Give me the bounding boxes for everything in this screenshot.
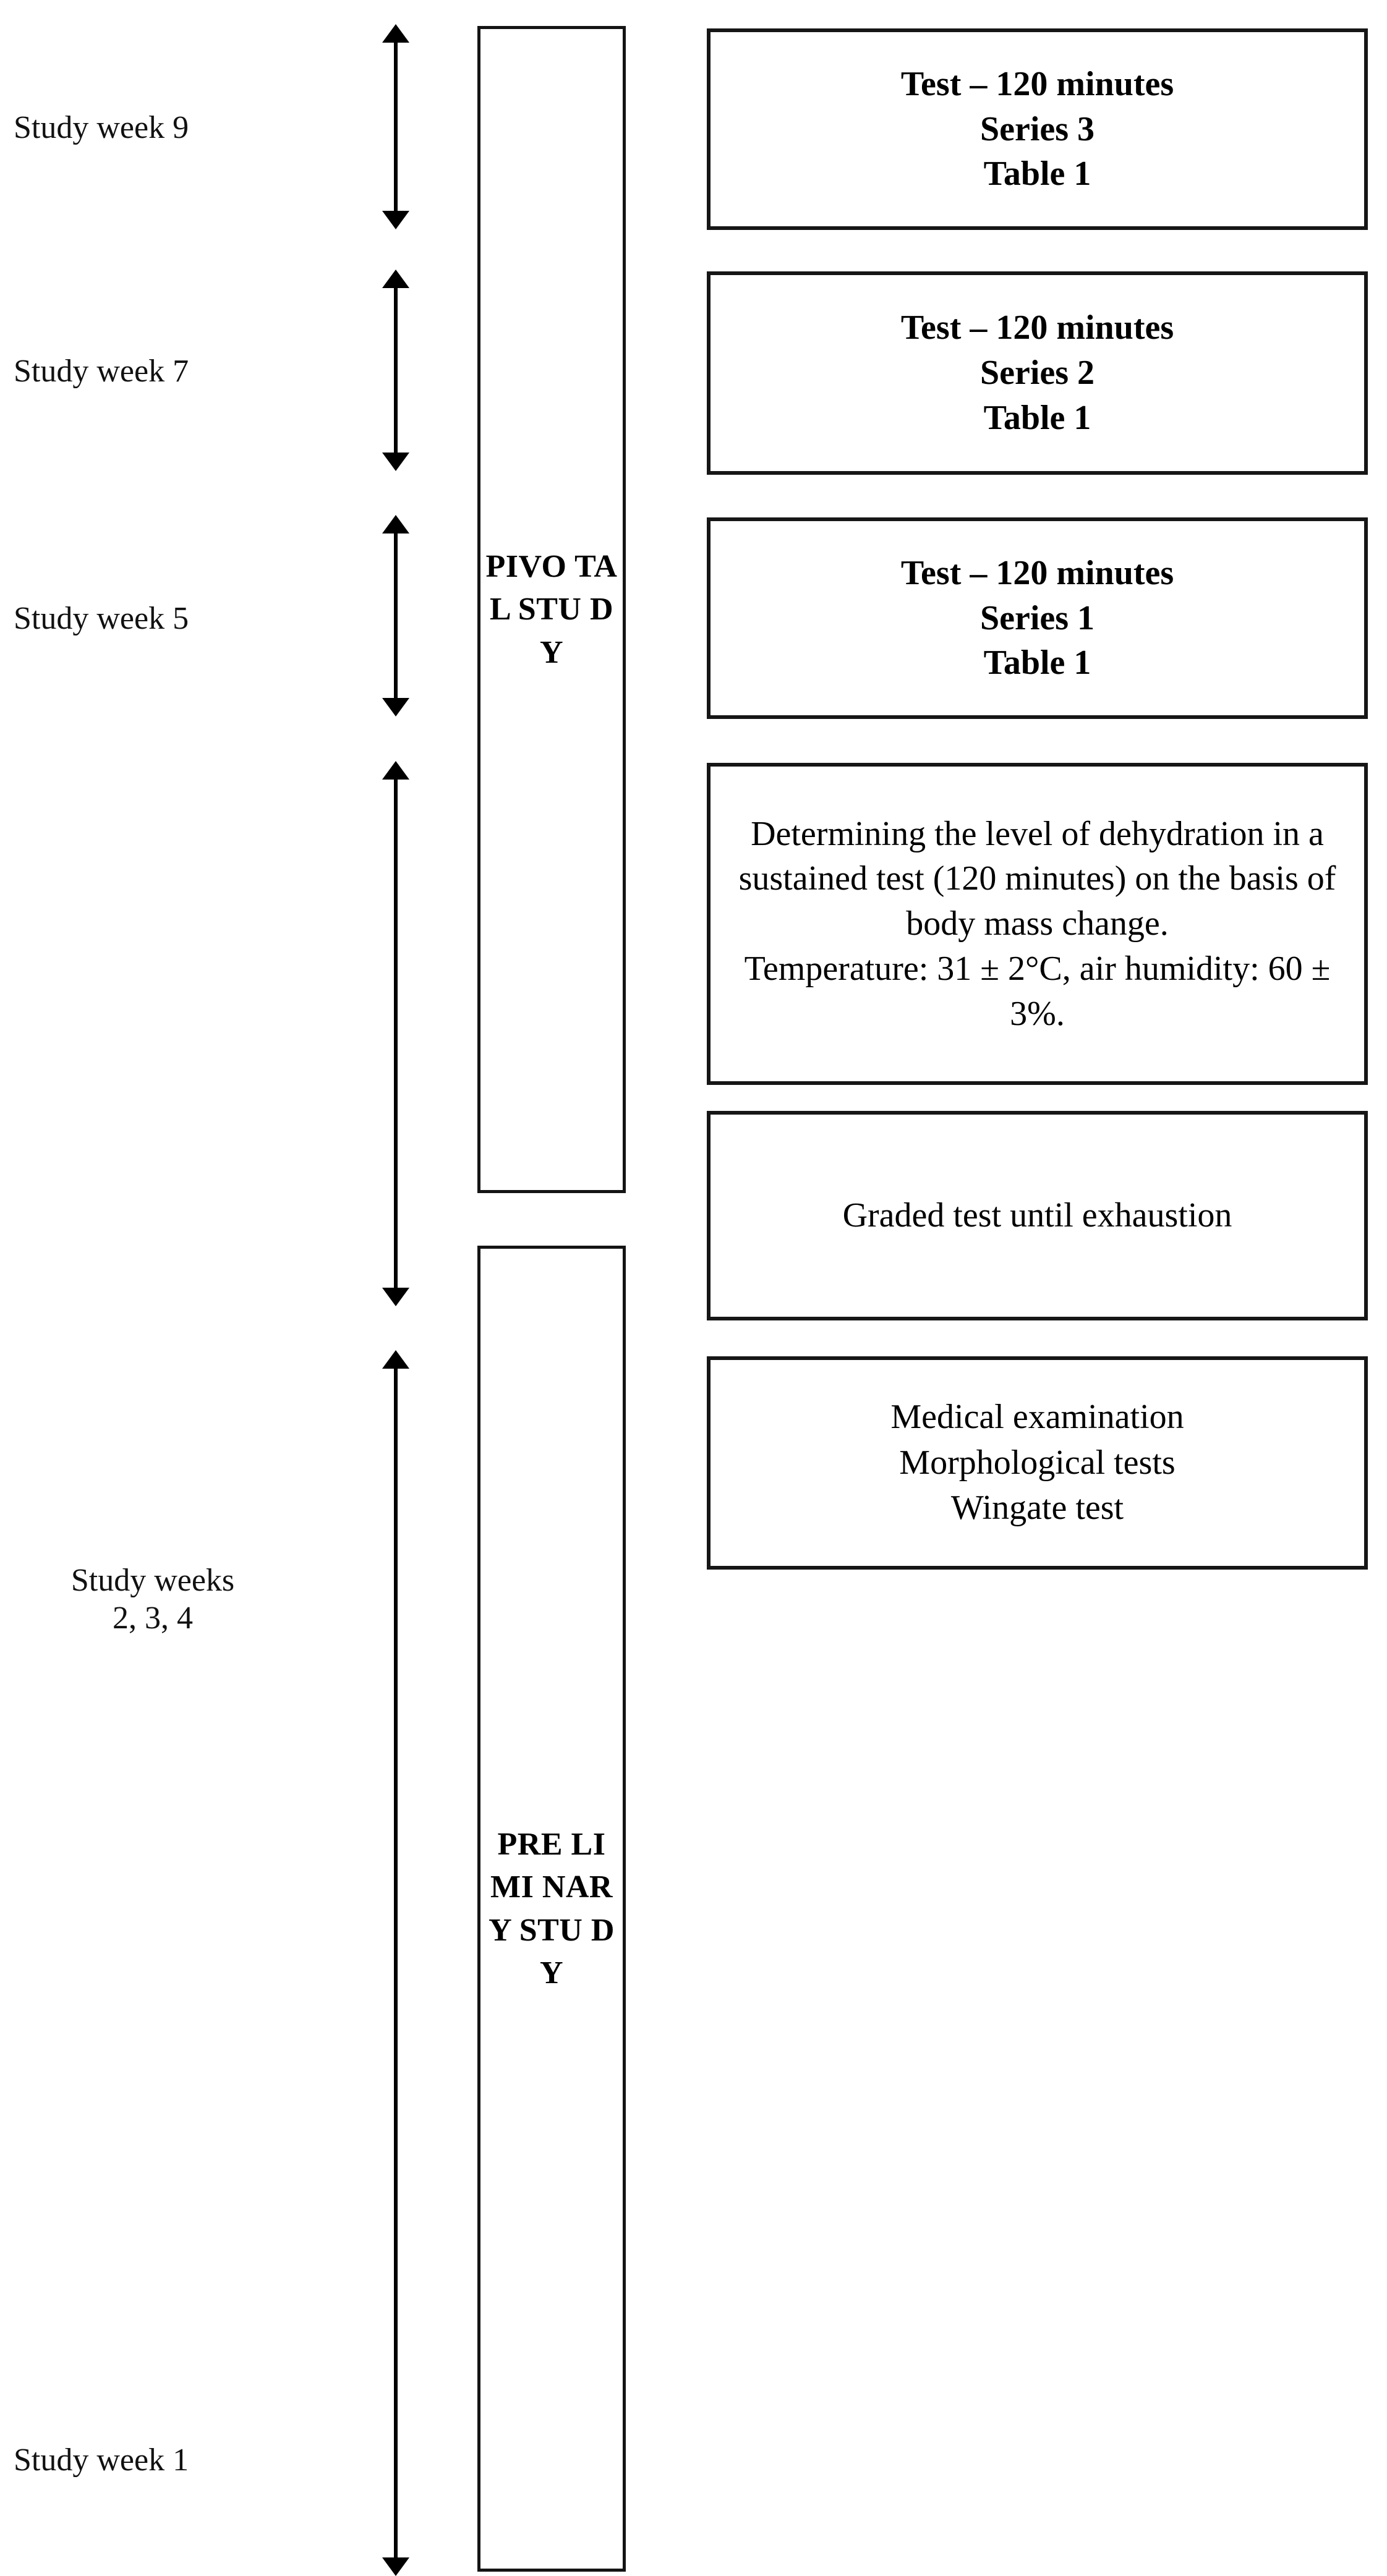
content-box-series-3: Test – 120 minutes Series 3 Table 1: [707, 28, 1368, 230]
phase-box-pivotal-study: PIVO TAL STU DY: [477, 26, 626, 1193]
double-headed-vertical-arrow-week-7: [382, 270, 409, 471]
double-headed-vertical-arrow-week-1: [382, 1350, 409, 2576]
content-text-baseline-tests: Medical examination Morphological tests …: [890, 1397, 1184, 1528]
content-text-series-2: Test – 120 minutes Series 2 Table 1: [900, 308, 1174, 437]
content-box-graded-test: Graded test until exhaustion: [707, 1111, 1368, 1320]
content-text-dehydration-assessment: Determining the level of dehydration in …: [738, 814, 1336, 1033]
content-box-series-1: Test – 120 minutes Series 1 Table 1: [707, 517, 1368, 719]
content-box-dehydration-assessment: Determining the level of dehydration in …: [707, 763, 1368, 1085]
arrow-shaft: [394, 283, 398, 457]
arrow-head-down-icon: [382, 211, 409, 229]
week-label-weeks-2-3-4: Study weeks 2, 3, 4: [70, 1563, 235, 1636]
arrow-shaft: [394, 775, 398, 1293]
content-box-series-2: Test – 120 minutes Series 2 Table 1: [707, 271, 1368, 475]
phase-box-preliminary-study: PRE LIMI NAR Y STU DY: [477, 1246, 626, 2572]
week-label-week-7: Study week 7: [14, 354, 189, 389]
content-text-series-1: Test – 120 minutes Series 1 Table 1: [900, 553, 1174, 682]
double-headed-vertical-arrow-week-5: [382, 515, 409, 716]
phase-label-pivotal-study: PIVO TAL STU DY: [485, 549, 618, 670]
arrow-shaft: [394, 1364, 398, 2562]
arrow-shaft: [394, 529, 398, 703]
phase-label-preliminary-study: PRE LIMI NAR Y STU DY: [489, 1827, 615, 1991]
week-label-week-5: Study week 5: [14, 601, 189, 636]
content-text-graded-test: Graded test until exhaustion: [842, 1196, 1232, 1235]
arrow-head-down-icon: [382, 698, 409, 716]
arrow-shaft: [394, 38, 398, 216]
week-label-week-1: Study week 1: [14, 2442, 189, 2478]
double-headed-vertical-arrow-weeks-2-3-4: [382, 761, 409, 1306]
double-headed-vertical-arrow-week-9: [382, 24, 409, 229]
content-box-baseline-tests: Medical examination Morphological tests …: [707, 1356, 1368, 1570]
content-text-series-3: Test – 120 minutes Series 3 Table 1: [900, 64, 1174, 193]
week-label-week-9: Study week 9: [14, 110, 189, 145]
arrow-head-down-icon: [382, 1288, 409, 1306]
arrow-head-down-icon: [382, 453, 409, 471]
arrow-head-down-icon: [382, 2557, 409, 2576]
study-design-flowchart: { "figure": { "title": "Study design tim…: [14, 24, 1368, 2576]
